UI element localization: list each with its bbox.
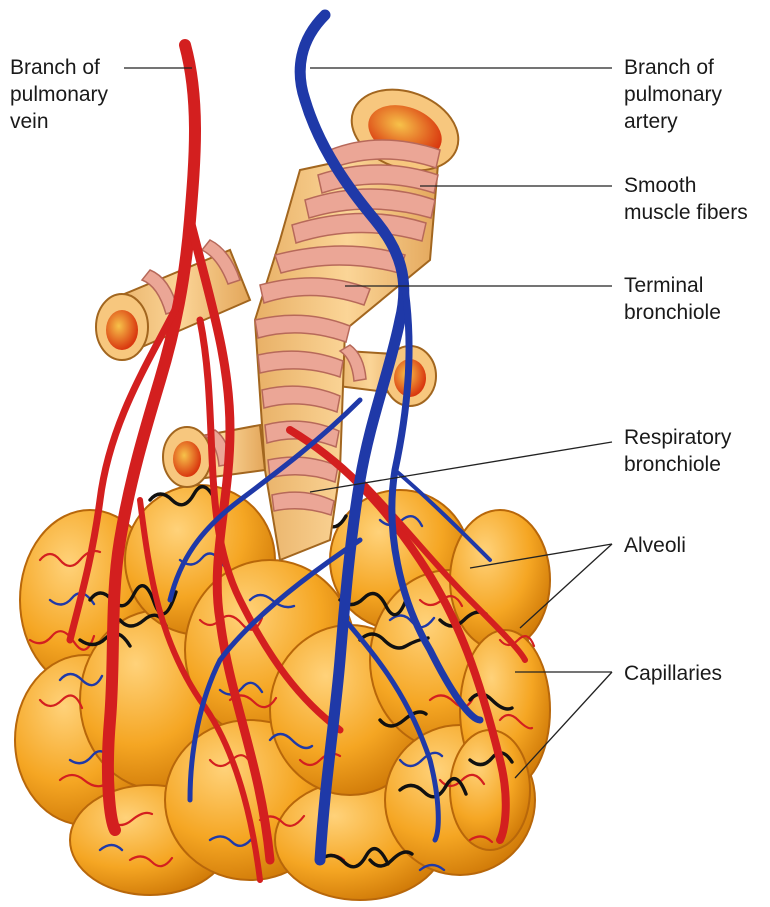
label-respiratory-bronchiole: Respiratory bronchiole: [624, 424, 731, 478]
label-alveoli: Alveoli: [624, 532, 686, 559]
label-terminal-bronchiole: Terminal bronchiole: [624, 272, 721, 326]
lumen: [173, 441, 201, 477]
leader-respiratory-bronchiole: [310, 442, 612, 492]
alveolus: [450, 730, 530, 850]
lumen: [106, 310, 138, 350]
label-pulmonary-vein: Branch of pulmonary vein: [10, 54, 108, 135]
label-pulmonary-artery: Branch of pulmonary artery: [624, 54, 722, 135]
label-capillaries: Capillaries: [624, 660, 722, 687]
label-smooth-muscle-fibers: Smooth muscle fibers: [624, 172, 748, 226]
